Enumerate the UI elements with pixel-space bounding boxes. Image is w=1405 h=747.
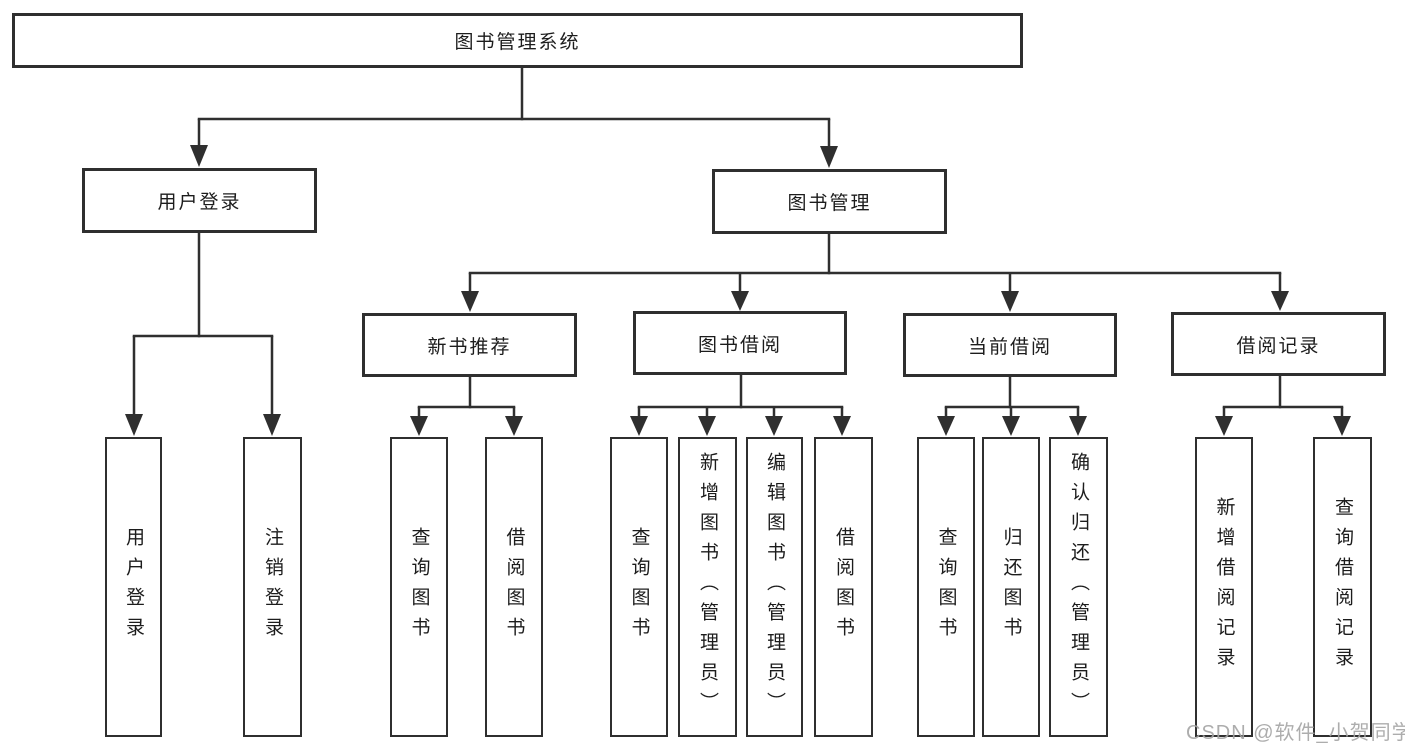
node-leaf-confirm-return-admin-label: 确认归还（管理员） <box>1068 452 1089 722</box>
node-book-management: 图书管理 <box>712 169 947 234</box>
arrowhead-bb-query <box>630 416 648 436</box>
arrowhead-login-leaf <box>125 414 143 436</box>
arrowhead-logout-leaf <box>263 414 281 436</box>
node-leaf-add-borrow-record: 新增借阅记录 <box>1195 437 1253 737</box>
node-current-borrow: 当前借阅 <box>903 313 1117 377</box>
node-leaf-user-login: 用户登录 <box>105 437 162 737</box>
node-leaf-add-books-admin-label: 新增图书（管理员） <box>697 452 718 722</box>
node-leaf-query-books-current-label: 查询图书 <box>935 527 957 647</box>
node-leaf-query-books-recommend: 查询图书 <box>390 437 448 737</box>
arrowhead-book-mgmt <box>820 146 838 168</box>
node-leaf-borrow-books: 借阅图书 <box>814 437 873 737</box>
arrowhead-cb-query <box>937 416 955 436</box>
node-leaf-return-books: 归还图书 <box>982 437 1040 737</box>
node-leaf-add-books-admin: 新增图书（管理员） <box>678 437 737 737</box>
arrowhead-records <box>1271 291 1289 311</box>
node-leaf-borrow-books-label: 借阅图书 <box>833 527 854 647</box>
arrowhead-recommend <box>461 291 479 312</box>
arrowhead-bb-add <box>698 416 716 436</box>
arrowhead-current <box>1001 291 1019 312</box>
node-leaf-query-books-recommend-label: 查询图书 <box>408 527 430 647</box>
arrowhead-bb-borrow <box>833 416 851 436</box>
node-leaf-edit-books-admin-label: 编辑图书（管理员） <box>764 452 785 722</box>
node-leaf-query-borrow-record-label: 查询借阅记录 <box>1332 497 1353 677</box>
node-leaf-query-books-borrow: 查询图书 <box>610 437 668 737</box>
node-leaf-logout: 注销登录 <box>243 437 302 737</box>
arrowhead-br-add <box>1215 416 1233 436</box>
node-new-book-recommend: 新书推荐 <box>362 313 577 377</box>
node-user-login-label: 用户登录 <box>157 192 242 213</box>
node-leaf-query-books-current: 查询图书 <box>917 437 975 737</box>
arrowhead-br-query <box>1333 416 1351 436</box>
node-leaf-return-books-label: 归还图书 <box>1000 527 1022 647</box>
node-new-book-recommend-label: 新书推荐 <box>427 336 512 358</box>
node-user-login: 用户登录 <box>82 168 317 233</box>
node-root-label: 图书管理系统 <box>454 32 581 53</box>
node-leaf-logout-label: 注销登录 <box>262 527 283 647</box>
node-book-borrow-label: 图书借阅 <box>697 334 782 356</box>
node-leaf-edit-books-admin: 编辑图书（管理员） <box>746 437 803 737</box>
node-current-borrow-label: 当前借阅 <box>967 336 1052 358</box>
arrowhead-bb-edit <box>765 416 783 436</box>
node-borrow-records-label: 借阅记录 <box>1236 335 1321 357</box>
arrowhead-borrow <box>731 291 749 311</box>
node-leaf-borrow-books-recommend-label: 借阅图书 <box>503 527 525 647</box>
node-borrow-records: 借阅记录 <box>1171 312 1386 376</box>
node-leaf-confirm-return-admin: 确认归还（管理员） <box>1049 437 1108 737</box>
arrowhead-rec-query <box>410 416 428 436</box>
node-book-borrow: 图书借阅 <box>633 311 847 375</box>
arrowhead-rec-borrow <box>505 416 523 436</box>
watermark: CSDN @软件_小贺同学 <box>1186 722 1405 744</box>
arrowhead-user-login <box>190 145 208 167</box>
node-leaf-user-login-label: 用户登录 <box>123 527 144 647</box>
node-book-management-label: 图书管理 <box>787 193 872 214</box>
arrowhead-cb-return <box>1002 416 1020 436</box>
node-root: 图书管理系统 <box>12 13 1023 68</box>
node-leaf-borrow-books-recommend: 借阅图书 <box>485 437 543 737</box>
node-leaf-query-borrow-record: 查询借阅记录 <box>1313 437 1372 737</box>
arrowhead-cb-confirm <box>1069 416 1087 436</box>
node-leaf-add-borrow-record-label: 新增借阅记录 <box>1213 497 1235 677</box>
node-leaf-query-books-borrow-label: 查询图书 <box>628 527 650 647</box>
